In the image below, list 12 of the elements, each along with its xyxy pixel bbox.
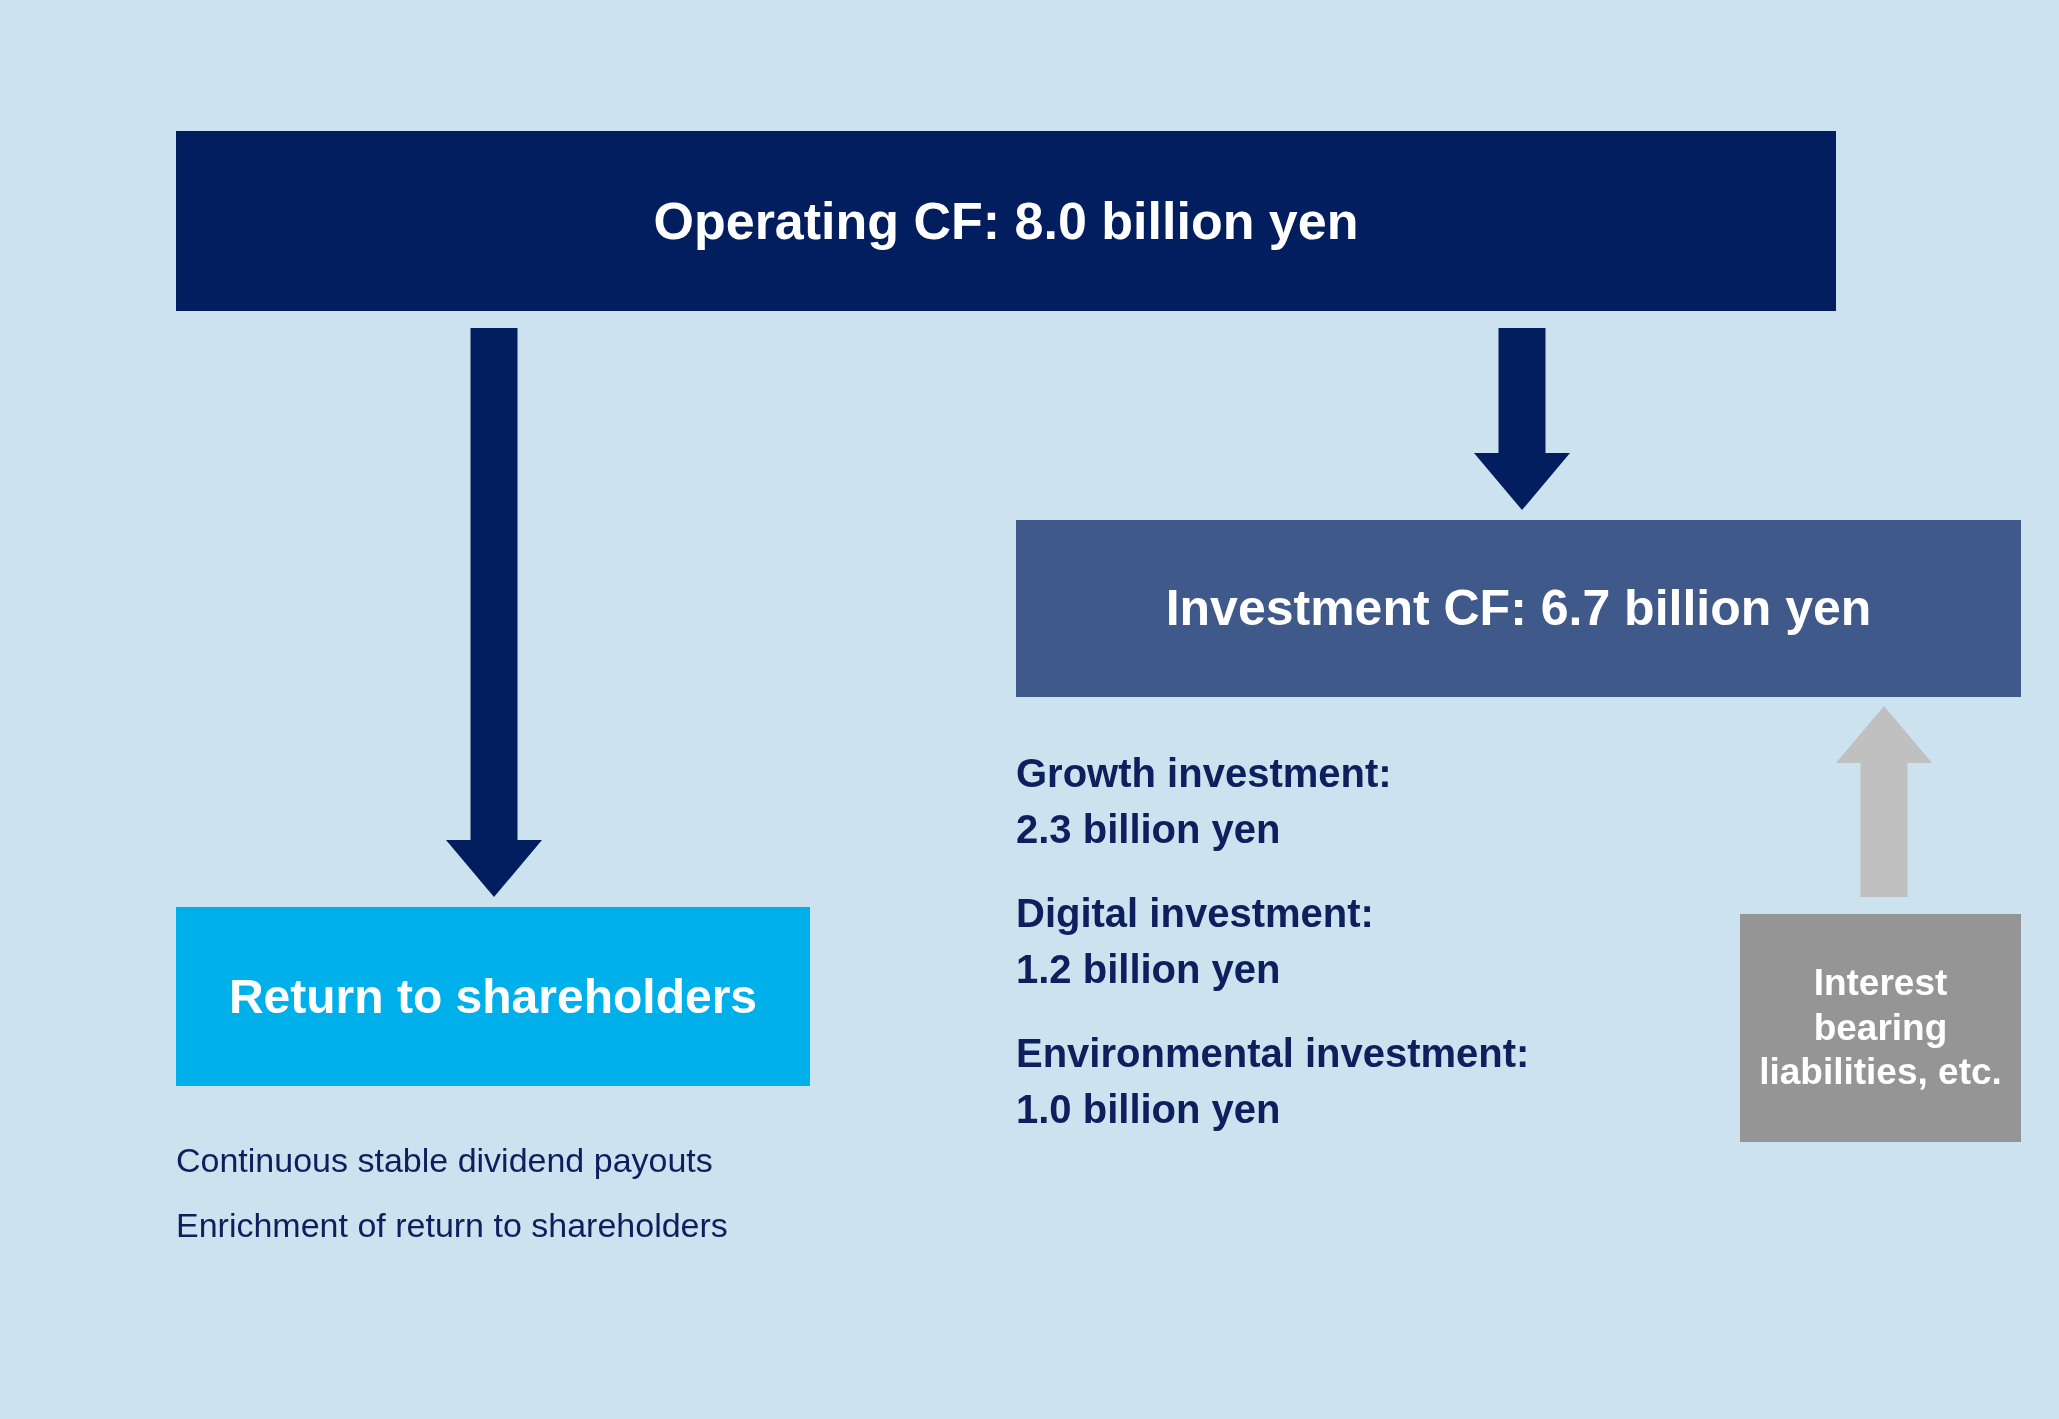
arrow	[446, 328, 542, 897]
process-box: Investment CF: 6.7 billion yen	[1016, 520, 2021, 697]
arrow	[1474, 328, 1570, 510]
note-text: Enrichment of return to shareholders	[176, 1205, 729, 1246]
note-text: Continuous stable dividend payouts	[176, 1140, 714, 1181]
arrow	[1836, 706, 1932, 897]
note-text: Growth investment: 2.3 billion yen	[1016, 750, 1393, 853]
process-box: Operating CF: 8.0 billion yen	[176, 131, 1836, 311]
note-text: Digital investment: 1.2 billion yen	[1016, 890, 1375, 993]
process-box: Interest bearing liabilities, etc.	[1740, 914, 2021, 1142]
process-box: Return to shareholders	[176, 907, 810, 1086]
note-text: Environmental investment: 1.0 billion yen	[1016, 1030, 1531, 1133]
